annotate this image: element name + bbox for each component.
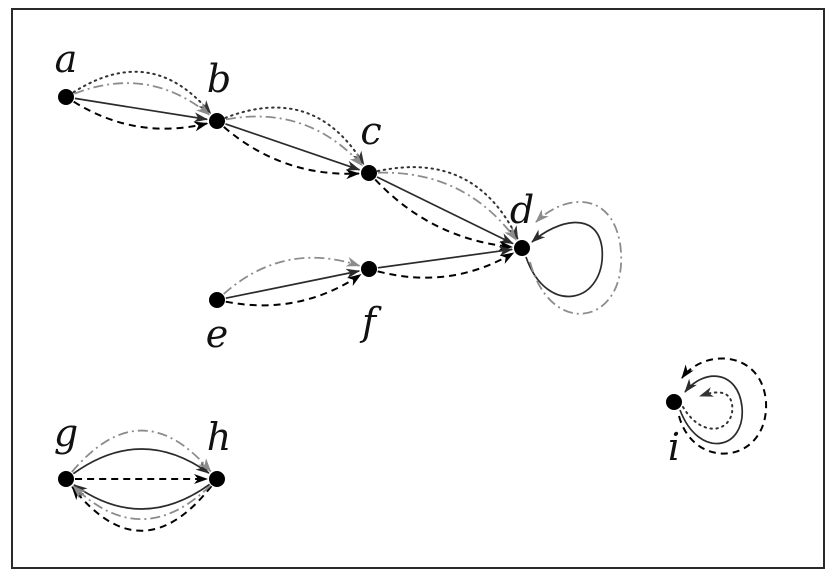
edge-d-d-solid: [525, 221, 603, 298]
node-label-h: h: [207, 415, 231, 459]
edge-h-g-dashed: [71, 485, 213, 532]
edge-c-d-dotted: [376, 166, 519, 240]
edge-b-c-dashdot: [225, 115, 363, 167]
node-g: [58, 471, 74, 487]
edge-a-b-dashdot: [74, 82, 211, 116]
node-label-a: a: [55, 37, 78, 81]
edge-g-h-dashdot: [71, 429, 212, 473]
node-i: [666, 394, 682, 410]
edge-d-d-dashdot: [529, 201, 623, 315]
edge-c-d-dashdot: [377, 171, 517, 241]
node-h: [209, 471, 225, 487]
node-label-d: d: [510, 188, 534, 232]
edge-f-d-dashed: [377, 252, 515, 279]
edge-c-d-dashed: [374, 178, 513, 251]
nodes-layer: [58, 89, 682, 487]
node-label-e: e: [206, 312, 229, 356]
edge-c-d-solid: [376, 176, 514, 245]
node-label-c: c: [360, 109, 381, 153]
edge-e-f-dashdot: [223, 256, 361, 295]
node-c: [361, 165, 377, 181]
node-b: [209, 113, 225, 129]
edge-a-b-dashed: [73, 100, 209, 132]
edge-a-b-solid: [74, 97, 209, 123]
node-label-g: g: [54, 411, 78, 455]
edge-e-f-dashed: [225, 273, 362, 307]
node-f: [361, 261, 377, 277]
edge-g-h-solid: [72, 448, 210, 475]
edge-e-f-solid: [225, 268, 361, 300]
edges-layer: [71, 70, 768, 532]
node-label-b: b: [207, 57, 231, 101]
node-d: [514, 240, 530, 256]
edge-h-g-dashdot: [72, 484, 212, 521]
edge-b-c-dashed: [223, 126, 360, 180]
edge-b-c-dotted: [224, 106, 365, 166]
edge-i-i-dotted: [682, 387, 734, 430]
node-e: [209, 292, 225, 308]
edge-i-i-dashed: [678, 357, 768, 455]
edge-i-i-solid: [679, 375, 743, 445]
edge-f-d-solid: [377, 246, 514, 269]
node-label-i: i: [668, 425, 680, 469]
edge-a-b-dotted: [72, 70, 212, 115]
edge-h-g-solid: [73, 483, 211, 510]
diagram-frame: [11, 8, 825, 569]
edge-b-c-solid: [225, 123, 361, 171]
node-a: [58, 89, 74, 105]
